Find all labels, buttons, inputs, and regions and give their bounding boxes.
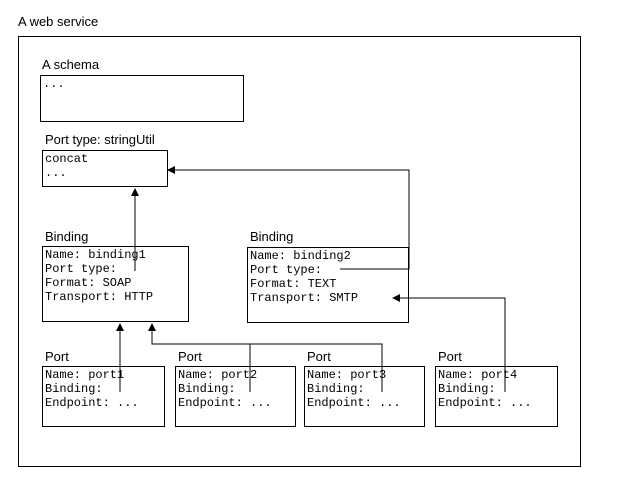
port3-name: Name: port3: [307, 368, 387, 382]
port1-name: Name: port1: [45, 368, 125, 382]
binding1-box: Name: binding1 Port type: Format: SOAP T…: [42, 246, 189, 322]
port2-title: Port: [178, 349, 202, 364]
port4-title: Port: [438, 349, 462, 364]
binding1-title: Binding: [45, 229, 89, 244]
port1-box: Name: port1 Binding: Endpoint: ...: [42, 366, 165, 427]
port3-title: Port: [307, 349, 331, 364]
binding2-format: Format: TEXT: [250, 277, 337, 291]
port2-box: Name: port2 Binding: Endpoint: ...: [175, 366, 296, 427]
binding2-box: Name: binding2 Port type: Format: TEXT T…: [247, 247, 409, 323]
binding2-title: Binding: [250, 229, 294, 244]
binding2-transport: Transport: SMTP: [250, 291, 359, 305]
port1-endpoint: Endpoint: ...: [45, 396, 139, 410]
binding1-format: Format: SOAP: [45, 276, 132, 290]
port2-name: Name: port2: [178, 368, 258, 382]
web-service-container: [18, 36, 581, 467]
schema-line: ...: [43, 77, 65, 91]
port4-box: Name: port4 Binding: Endpoint: ...: [435, 366, 558, 427]
binding1-transport: Transport: HTTP: [45, 290, 154, 304]
binding2-port-type: Port type:: [250, 263, 323, 277]
service-title: A web service: [18, 14, 99, 29]
port4-endpoint: Endpoint: ...: [438, 396, 532, 410]
port3-binding: Binding:: [307, 382, 365, 396]
binding2-name: Name: binding2: [250, 249, 351, 263]
port3-box: Name: port3 Binding: Endpoint: ...: [304, 366, 425, 427]
port1-title: Port: [45, 349, 69, 364]
binding1-port-type: Port type:: [45, 262, 118, 276]
port-type-operation: concat: [45, 152, 89, 166]
port-type-box: concat ...: [42, 150, 168, 187]
port2-endpoint: Endpoint: ...: [178, 396, 272, 410]
port4-name: Name: port4: [438, 368, 518, 382]
port2-binding: Binding:: [178, 382, 236, 396]
schema-box: ...: [40, 75, 244, 122]
port-type-title: Port type: stringUtil: [45, 132, 155, 147]
schema-title: A schema: [42, 57, 100, 72]
binding1-name: Name: binding1: [45, 248, 146, 262]
port3-endpoint: Endpoint: ...: [307, 396, 401, 410]
port-type-more: ...: [45, 166, 67, 180]
port4-binding: Binding:: [438, 382, 496, 396]
port1-binding: Binding:: [45, 382, 103, 396]
